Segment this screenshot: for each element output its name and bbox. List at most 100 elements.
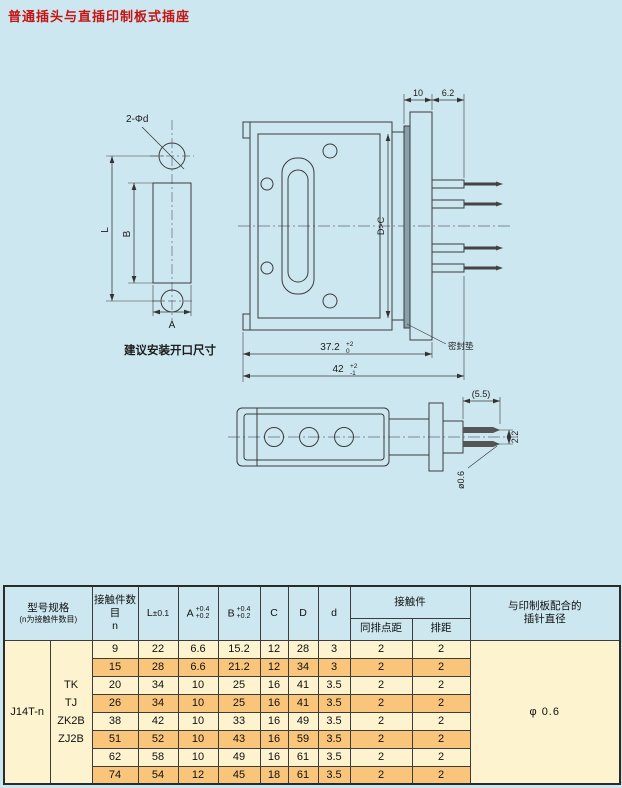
table-row: J14T-n TK TJ ZK2B ZJ2B 9 22 6.6 15.2 12 … <box>3 639 621 785</box>
cell-pitch: 2 <box>349 675 413 695</box>
cell-C: 18 <box>259 765 289 785</box>
dim-panel-label: 10 <box>413 88 423 98</box>
cell-pitch: 2 <box>349 711 413 731</box>
dim-total-tol-up: +2 <box>350 363 358 370</box>
cell-L: 34 <box>137 675 179 695</box>
cell-row-pitch: 2 <box>411 765 471 785</box>
cell-D: 61 <box>287 765 319 785</box>
cell-B: 49 <box>217 747 261 767</box>
side-view-geometry <box>238 94 512 382</box>
header-same-row-pitch: 同排点距 <box>349 617 413 641</box>
cell-B: 15.2 <box>217 639 261 659</box>
bottom-view-geometry <box>228 397 518 472</box>
cell-row-pitch: 2 <box>411 711 471 731</box>
cell-n: 26 <box>91 693 139 713</box>
cell-row-pitch: 2 <box>411 729 471 749</box>
dim-body-tol-dn: 0 <box>346 348 350 355</box>
header-d: d <box>317 585 351 641</box>
cell-d: 3.5 <box>317 729 351 749</box>
header-pin-diameter: 与印制板配合的 插针直径 <box>469 585 621 641</box>
cell-d: 3 <box>317 639 351 659</box>
header-L: L±0.1 <box>137 585 179 641</box>
cell-A: 6.6 <box>177 657 219 677</box>
table-row: 74 54 12 45 18 61 3.5 2 2 <box>4 765 620 785</box>
dim-B-label: B <box>122 230 133 237</box>
cell-d: 3.5 <box>317 693 351 713</box>
header-contact-count: 接触件数目 n <box>91 585 139 641</box>
cell-D: 41 <box>287 675 319 695</box>
spec-table: 型号规格 (n为接触件数目) 接触件数目 n L±0.1 A+0.4+0.2 B… <box>3 585 621 785</box>
cell-pitch: 2 <box>349 639 413 659</box>
dim-pin-diameter-label: ø0.6 <box>456 471 466 489</box>
cell-D: 34 <box>287 657 319 677</box>
cell-C: 16 <box>259 693 289 713</box>
cell-B: 21.2 <box>217 657 261 677</box>
hole-callout-label: 2-Φd <box>126 114 148 125</box>
cell-pitch: 2 <box>349 657 413 677</box>
cell-A: 6.6 <box>177 639 219 659</box>
cell-row-pitch: 2 <box>411 747 471 767</box>
cell-D: 41 <box>287 693 319 713</box>
header-C: C <box>259 585 289 641</box>
cell-L: 58 <box>137 747 179 767</box>
table-row: 51 52 10 43 16 59 3.5 2 2 <box>4 729 620 749</box>
opening-view-geometry <box>106 120 194 322</box>
cell-C: 12 <box>259 639 289 659</box>
cell-L: 28 <box>137 657 179 677</box>
variant-cell: TK TJ ZK2B ZJ2B <box>49 639 93 785</box>
cell-L: 42 <box>137 711 179 731</box>
header-A: A+0.4+0.2 <box>177 585 219 641</box>
cell-pitch: 2 <box>349 693 413 713</box>
header-B: B+0.4+0.2 <box>217 585 261 641</box>
cell-A: 10 <box>177 729 219 749</box>
cell-C: 12 <box>259 657 289 677</box>
dim-body-label: 37.2 <box>320 342 340 353</box>
dim-A-label: A <box>169 320 176 331</box>
dim-pin-length-label: (5.5) <box>472 389 491 399</box>
cell-pitch: 2 <box>349 729 413 749</box>
cell-n: 74 <box>91 765 139 785</box>
dim-pin-block-label: 6.2 <box>442 88 455 98</box>
cell-L: 34 <box>137 693 179 713</box>
contact-pins <box>431 179 503 273</box>
cell-n: 9 <box>91 639 139 659</box>
cell-A: 10 <box>177 675 219 695</box>
variant-tk: TK <box>63 678 79 691</box>
cell-row-pitch: 2 <box>411 675 471 695</box>
table-row: 15 28 6.6 21.2 12 34 3 2 2 <box>4 657 620 677</box>
pin-diameter-cell: φ 0.6 <box>469 639 621 785</box>
cell-n: 20 <box>91 675 139 695</box>
technical-drawing: 2-Φd L B A 建议安装开口尺寸 10 6.2 D>C 37.2 +2 0… <box>100 88 520 489</box>
header-model: 型号规格 (n为接触件数目) <box>3 585 93 641</box>
cell-A: 12 <box>177 765 219 785</box>
variant-zk2b: ZK2B <box>57 714 85 727</box>
cell-d: 3.5 <box>317 747 351 767</box>
cell-B: 25 <box>217 675 261 695</box>
cell-D: 61 <box>287 747 319 767</box>
cell-n: 51 <box>91 729 139 749</box>
cell-D: 59 <box>287 729 319 749</box>
header-D: D <box>287 585 319 641</box>
header-row-pitch: 排距 <box>411 617 471 641</box>
cell-d: 3.5 <box>317 765 351 785</box>
cell-pitch: 2 <box>349 747 413 767</box>
opening-view-caption: 建议安装开口尺寸 <box>124 343 216 357</box>
cell-n: 62 <box>91 747 139 767</box>
header-contacts-group: 接触件 <box>349 585 471 619</box>
cell-B: 45 <box>217 765 261 785</box>
dim-total-tol-dn: -1 <box>350 370 356 377</box>
cell-L: 52 <box>137 729 179 749</box>
seal-gasket-label: 密封垫 <box>448 341 474 351</box>
cell-B: 25 <box>217 693 261 713</box>
model-cell: J14T-n <box>3 639 51 785</box>
page-title: 普通插头与直插印制板式插座 <box>8 9 191 24</box>
cell-pitch: 2 <box>349 765 413 785</box>
cell-d: 3 <box>317 657 351 677</box>
cell-D: 49 <box>287 711 319 731</box>
cell-d: 3.5 <box>317 675 351 695</box>
cell-L: 54 <box>137 765 179 785</box>
cell-row-pitch: 2 <box>411 693 471 713</box>
dim-pin-pitch-label: 2.2 <box>510 431 520 444</box>
cell-C: 16 <box>259 675 289 695</box>
dim-body-tol-up: +2 <box>346 341 354 348</box>
